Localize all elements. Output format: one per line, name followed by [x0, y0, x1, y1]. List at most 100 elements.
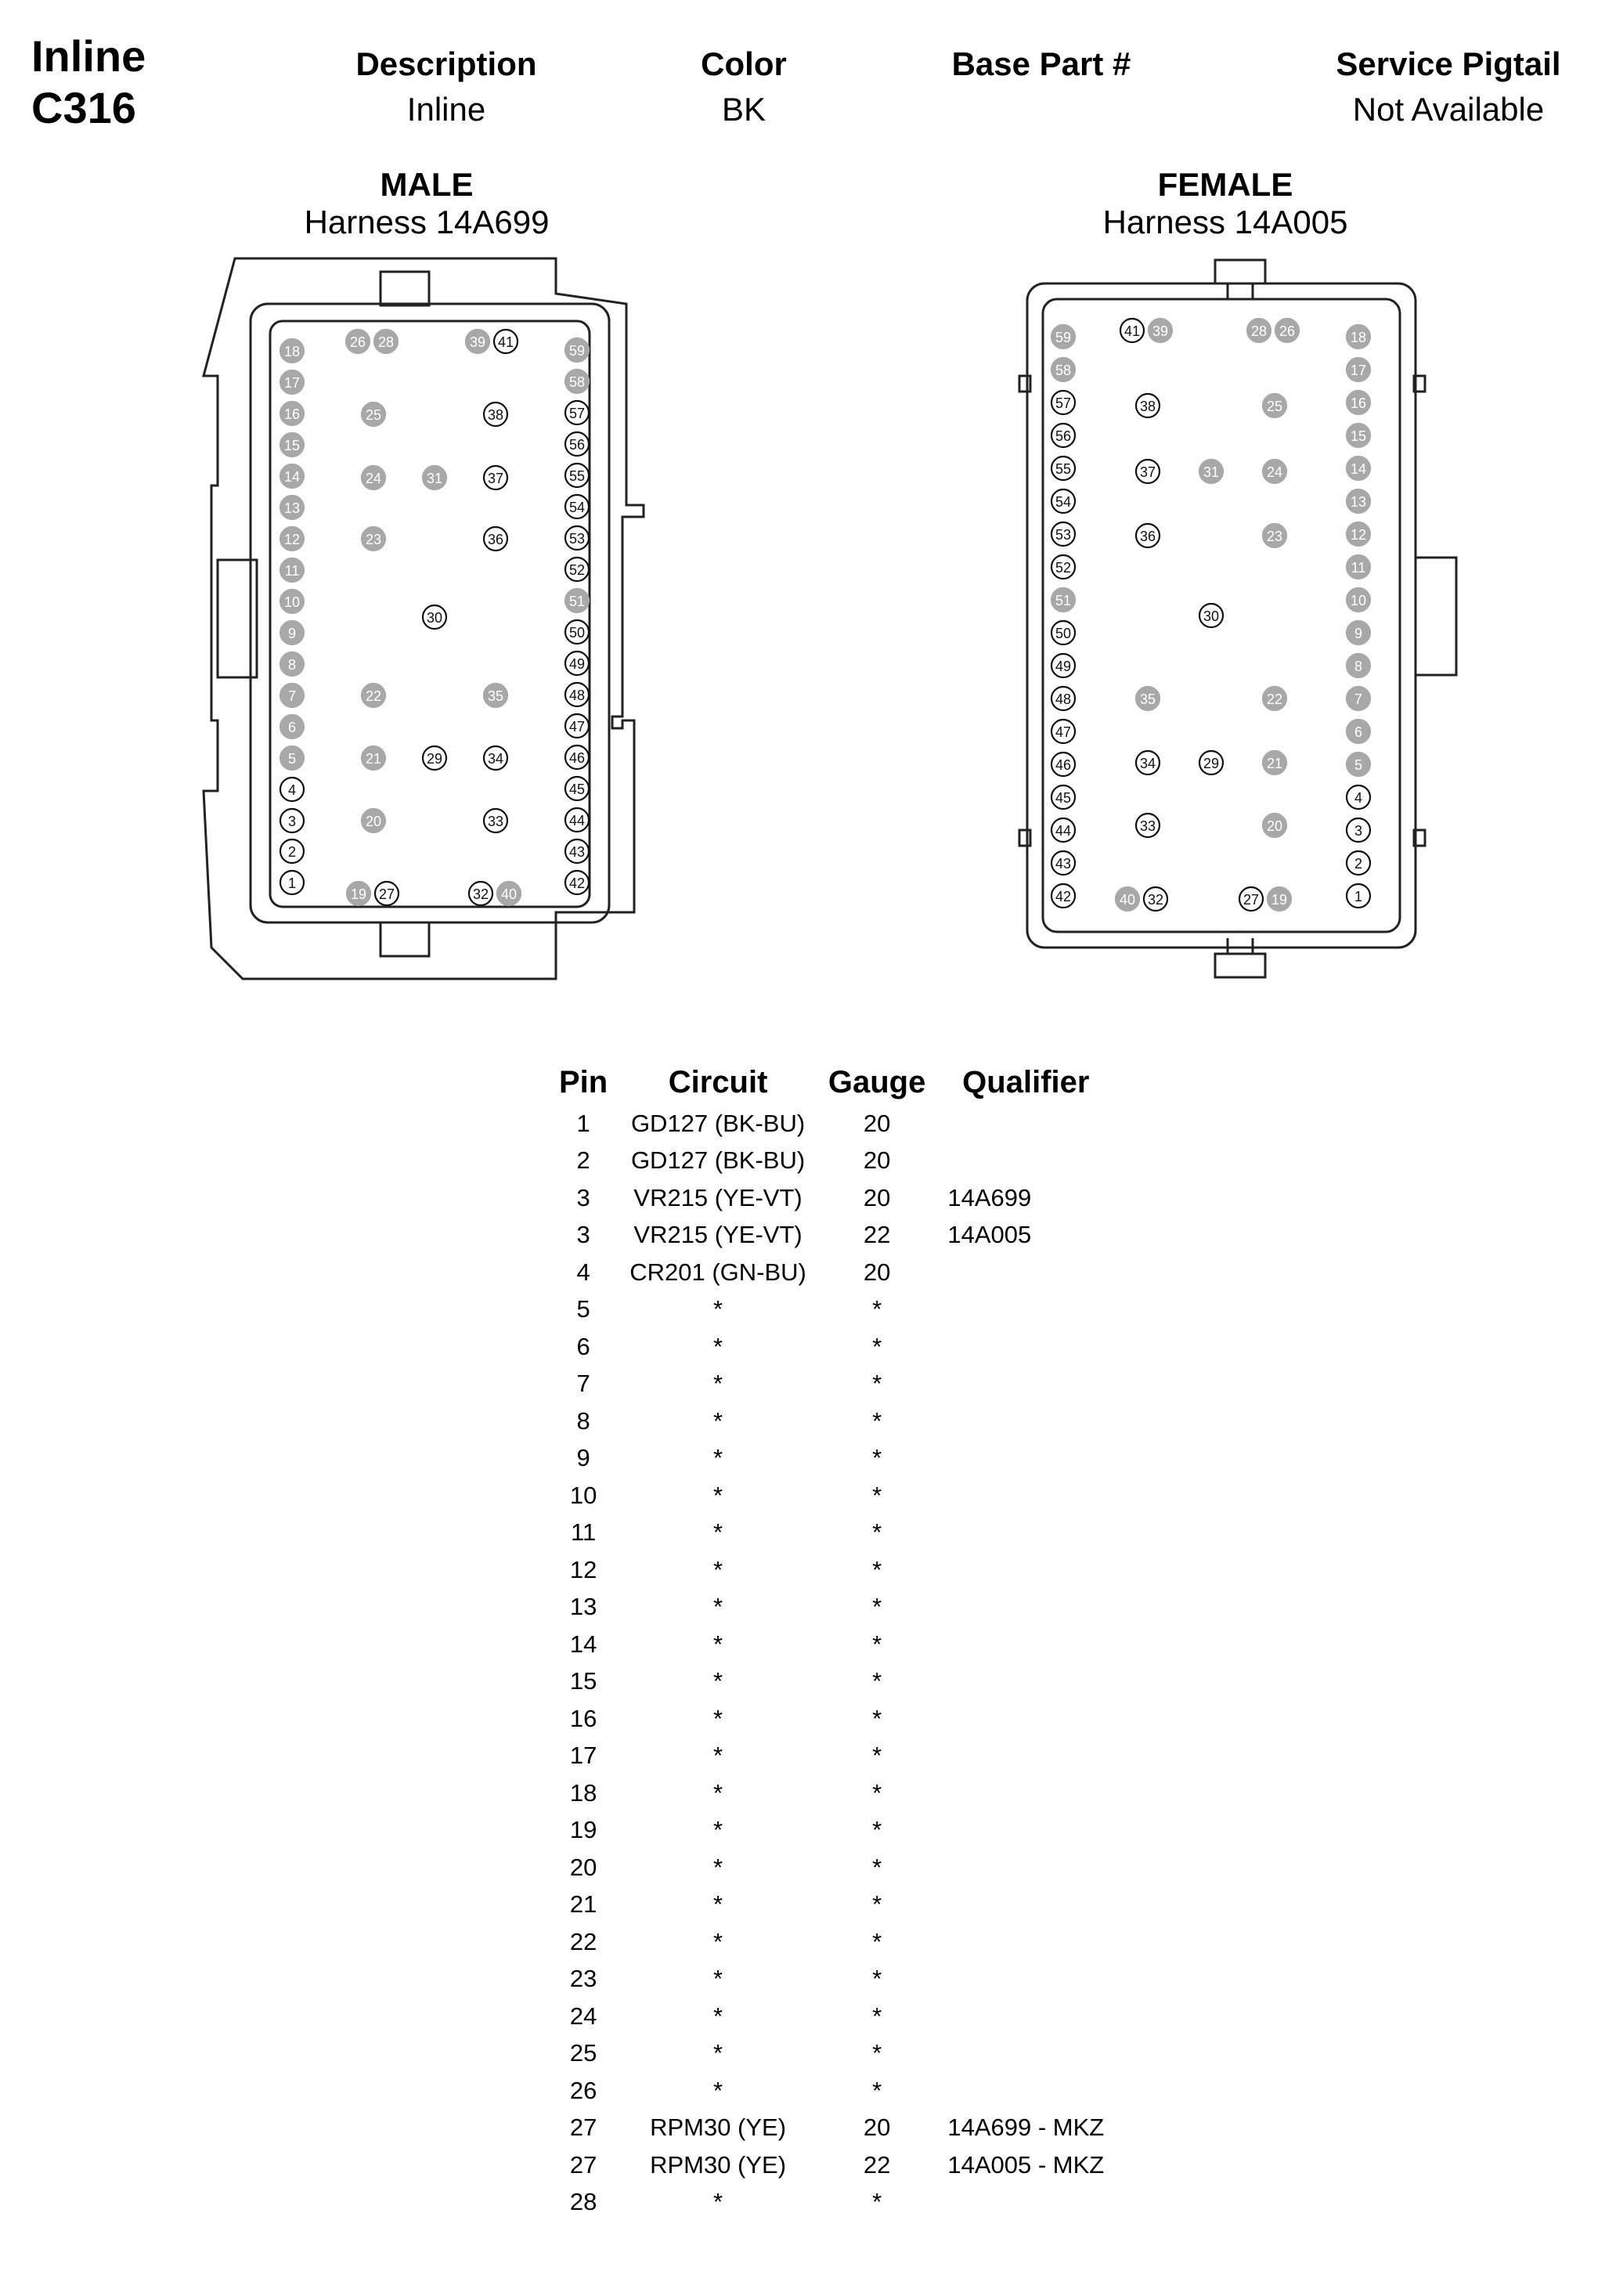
male-pin-46	[564, 744, 590, 771]
female-pin-34	[1134, 749, 1161, 776]
female-pin-label: 47	[1055, 724, 1071, 740]
qualifier-cell	[936, 1254, 1115, 1291]
male-pin-55	[564, 462, 590, 489]
male-pin-label: 59	[569, 343, 585, 359]
female-pin-36	[1134, 522, 1161, 549]
circuit-cell: *	[713, 1481, 723, 1509]
male-pin-label: 20	[366, 814, 381, 829]
table-row: 28**	[548, 2184, 1115, 2222]
male-pin-label: 56	[569, 437, 585, 453]
male-pin-16	[279, 400, 305, 427]
qualifier-cell	[936, 1477, 1115, 1514]
female-pin-51	[1050, 587, 1077, 613]
connector-id: C316	[31, 83, 136, 132]
pin-cell: 3	[576, 1221, 590, 1249]
female-pin-label: 26	[1279, 323, 1295, 339]
qualifier-cell	[936, 1105, 1115, 1143]
pin-cell: 26	[569, 2076, 597, 2104]
female-pin-2	[1345, 850, 1372, 876]
female-pin-label: 54	[1055, 494, 1071, 510]
pin-cell: 1	[576, 1109, 590, 1137]
female-pin-6	[1345, 718, 1372, 745]
pin-cell: 4	[576, 1258, 590, 1286]
female-pin-56	[1050, 422, 1077, 449]
table-row: 12**	[548, 1551, 1115, 1589]
male-pin-label: 37	[488, 471, 503, 486]
female-pin-label: 57	[1055, 395, 1071, 411]
female-pin-label: 4	[1354, 790, 1362, 806]
female-pin-label: 5	[1354, 757, 1362, 773]
qualifier-cell	[936, 1143, 1115, 1180]
female-pin-59	[1050, 323, 1077, 350]
male-pin-label: 16	[284, 406, 300, 422]
female-pin-53	[1050, 521, 1077, 547]
female-pin-label: 49	[1055, 659, 1071, 674]
female-pin-label: 7	[1354, 691, 1362, 707]
circuit-cell: *	[713, 2076, 723, 2104]
female-pin-31	[1198, 458, 1224, 485]
female-pin-label: 46	[1055, 757, 1071, 773]
female-pin-label: 29	[1203, 756, 1219, 771]
gauge-cell: *	[872, 1704, 882, 1732]
female-pin-label: 34	[1140, 756, 1156, 771]
female-pin-label: 28	[1251, 323, 1267, 339]
male-pin-30	[421, 604, 448, 630]
table-row: 25**	[548, 2035, 1115, 2073]
circuit-cell: *	[713, 1742, 723, 1770]
male-pin-37	[482, 464, 509, 491]
female-pin-label: 30	[1203, 608, 1219, 624]
female-pin-3	[1345, 817, 1372, 843]
female-pin-label: 21	[1267, 756, 1282, 771]
circuit-cell: GD127 (BK-BU)	[630, 1109, 806, 1137]
male-pin-53	[564, 525, 590, 551]
female-pin-label: 27	[1243, 892, 1259, 908]
male-pin-label: 17	[284, 375, 300, 391]
male-pin-5	[279, 745, 305, 771]
qualifier-cell	[936, 1589, 1115, 1626]
gauge-cell: 20	[863, 1183, 891, 1211]
male-pin-49	[564, 650, 590, 677]
male-pin-33	[482, 807, 509, 834]
circuit-cell: RPM30 (YE)	[650, 2114, 787, 2142]
female-pin-8	[1345, 652, 1372, 679]
pin-table-header: Pin Circuit Gauge Qualifier	[548, 1065, 1115, 1105]
male-label: MALE	[380, 166, 474, 203]
male-pin-4	[279, 776, 305, 803]
pin-cell: 20	[569, 1853, 597, 1881]
male-pin-label: 51	[569, 594, 585, 609]
female-pin-label: 24	[1267, 464, 1282, 480]
pin-cell: 5	[576, 1295, 590, 1323]
circuit-cell: *	[713, 1816, 723, 1844]
female-pin-label: 9	[1354, 626, 1362, 641]
gauge-cell: *	[872, 2002, 882, 2030]
table-row: 11**	[548, 1514, 1115, 1552]
header-color-label: Color	[701, 45, 787, 82]
female-pin-label: 36	[1140, 529, 1156, 544]
female-pin-label: 15	[1351, 428, 1366, 444]
female-pin-12	[1345, 521, 1372, 547]
female-pin-28	[1246, 317, 1272, 344]
circuit-cell: CR201 (GN-BU)	[629, 1258, 806, 1286]
gauge-cell: *	[872, 1890, 882, 1919]
female-pin-grid: 1234567891011121314151617181920212223242…	[1050, 317, 1372, 912]
male-pin-44	[564, 807, 590, 833]
circuit-cell: *	[713, 1555, 723, 1583]
gauge-cell: *	[872, 1295, 882, 1323]
female-pin-20	[1261, 812, 1288, 839]
female-pin-21	[1261, 749, 1288, 776]
gauge-cell: 20	[863, 1146, 891, 1175]
male-pin-59	[564, 337, 590, 363]
female-pin-label: 10	[1351, 593, 1366, 608]
male-pin-23	[360, 525, 387, 552]
male-pin-18	[279, 338, 305, 364]
male-pin-19	[345, 880, 372, 907]
female-pin-22	[1261, 685, 1288, 712]
gauge-cell: *	[872, 2076, 882, 2104]
gauge-cell: *	[872, 2039, 882, 2067]
circuit-cell: VR215 (YE-VT)	[633, 1221, 802, 1249]
male-pin-label: 18	[284, 344, 300, 359]
pin-cell: 25	[569, 2039, 597, 2067]
table-row: 24**	[548, 1998, 1115, 2035]
female-pin-label: 25	[1267, 399, 1282, 414]
